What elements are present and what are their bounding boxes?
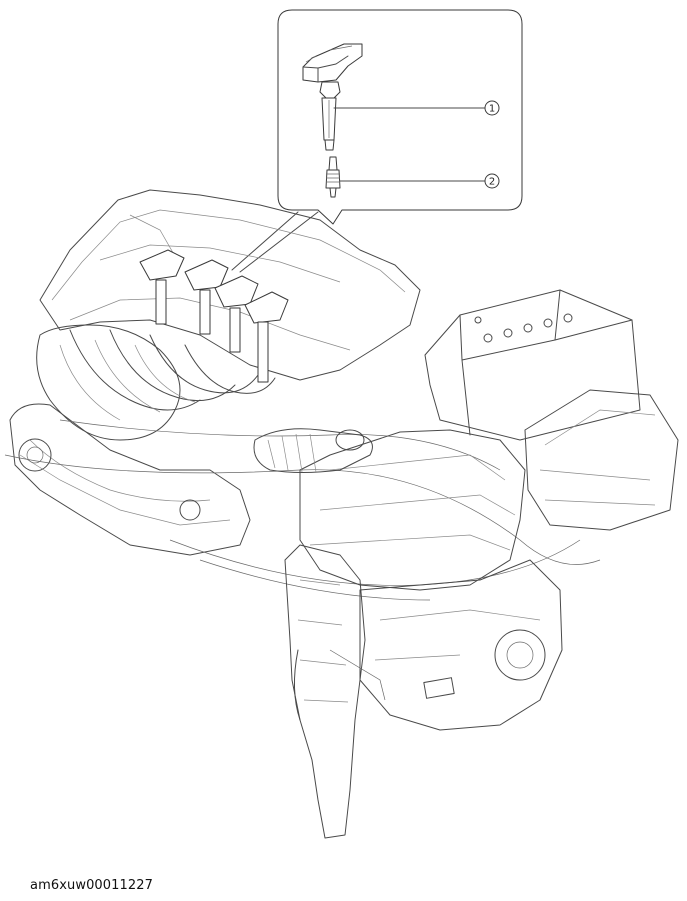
air-duct-drawing: [284, 544, 386, 839]
spark-plug-drawing: 2: [325, 156, 500, 198]
engine-drawing: [4, 189, 601, 601]
battery-drawing: [424, 289, 641, 441]
coil-bank: [139, 249, 289, 383]
air-cleaner-drawing: [253, 428, 526, 591]
ignition-coil-drawing: 1: [302, 43, 500, 151]
callout-2-number: 2: [489, 177, 495, 188]
callout-1-number: 1: [489, 104, 495, 115]
transaxle-drawing: [359, 559, 563, 731]
reference-code: am6xuw00011227: [30, 878, 154, 893]
fuse-box-drawing: [524, 389, 679, 531]
detail-inset: 1 2: [231, 9, 523, 273]
intake-manifold: [36, 324, 276, 441]
